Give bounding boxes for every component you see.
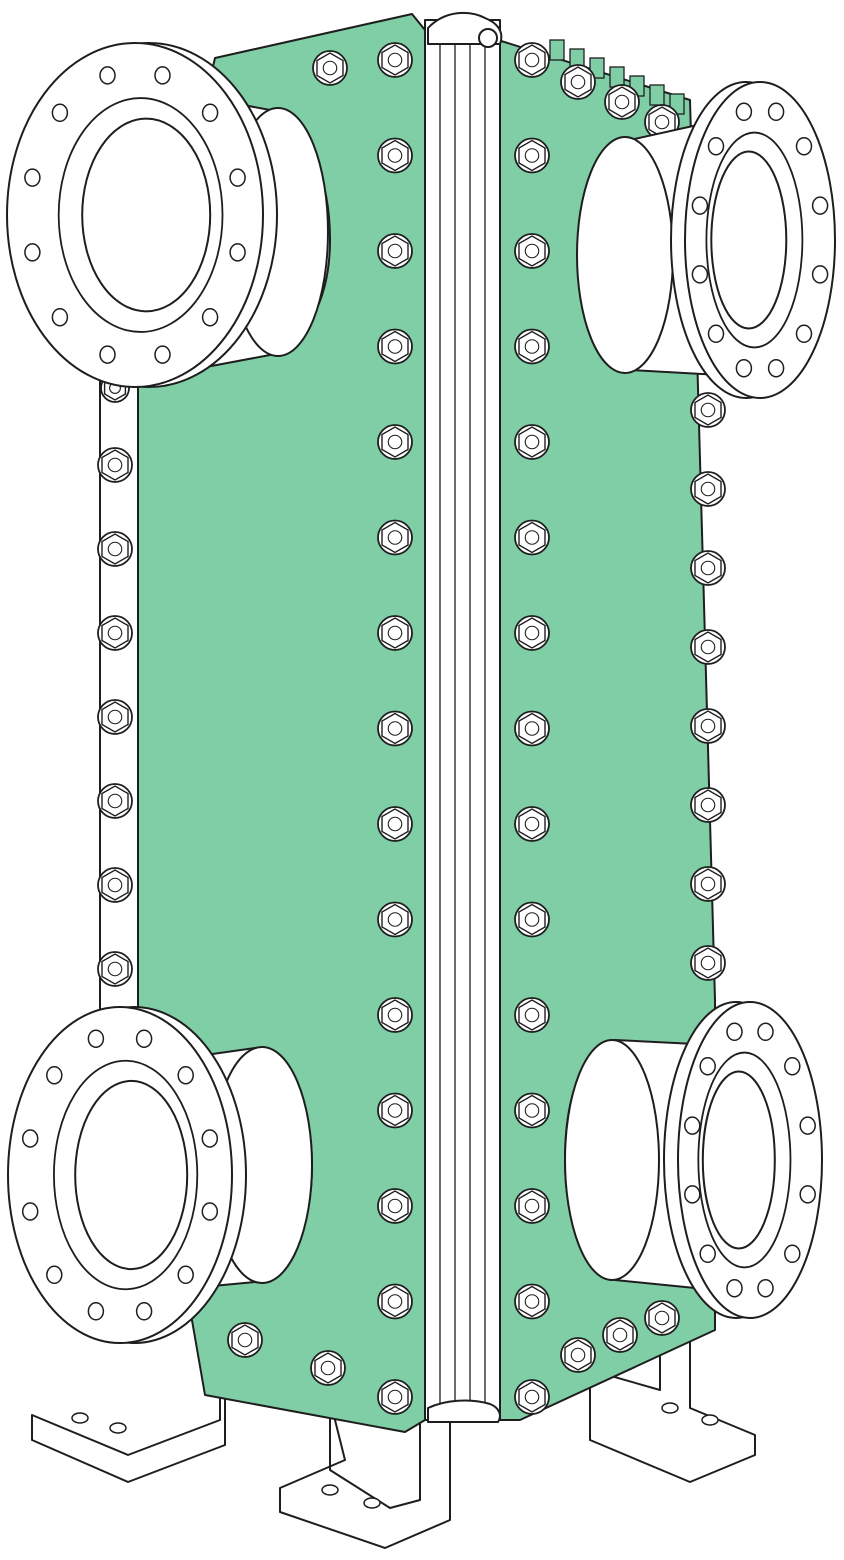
hex-bolt-icon — [514, 1379, 550, 1415]
hex-bolt-icon — [690, 471, 726, 507]
hex-bolt-icon — [377, 615, 413, 651]
hex-bolt-icon — [514, 806, 550, 842]
flange-icon — [576, 81, 836, 399]
hex-bolt-icon — [514, 901, 550, 938]
hex-bolt-icon — [312, 50, 348, 86]
hex-bolt-icon — [690, 550, 726, 586]
hex-bolt-icon — [377, 710, 413, 747]
hex-bolt-icon — [514, 997, 550, 1033]
hex-bolt-icon — [97, 867, 133, 903]
hex-bolt-icon — [97, 783, 133, 819]
hex-bolt-icon — [377, 997, 413, 1033]
hex-bolt-icon — [514, 519, 550, 556]
plate-tooth — [609, 66, 625, 88]
hex-bolt-icon — [690, 392, 726, 428]
hex-bolt-icon — [644, 104, 680, 140]
hex-bolt-icon — [690, 787, 726, 823]
flange-icon — [6, 42, 331, 388]
hex-bolt-icon — [514, 137, 550, 174]
hex-bolt-icon — [377, 806, 413, 842]
hex-bolt-icon — [560, 64, 596, 100]
hex-bolt-icon — [690, 866, 726, 902]
hex-bolt-icon — [377, 424, 413, 460]
hex-bolt-icon — [604, 84, 640, 120]
hex-bolt-icon — [560, 1337, 596, 1373]
hex-bolt-icon — [97, 699, 133, 735]
hex-bolt-icon — [377, 1379, 413, 1415]
mounting-foot-icon — [279, 1399, 451, 1549]
hex-bolt-icon — [644, 1300, 680, 1336]
hex-bolt-icon — [514, 615, 550, 651]
hex-bolt-icon — [514, 1283, 550, 1320]
hex-bolt-icon — [690, 629, 726, 665]
hex-bolt-icon — [690, 945, 726, 981]
hex-bolt-icon — [514, 233, 550, 269]
hex-bolt-icon — [97, 531, 133, 567]
hex-bolt-icon — [227, 1322, 263, 1358]
hex-bolt-icon — [377, 1188, 413, 1224]
hex-bolt-icon — [377, 901, 413, 938]
hex-bolt-icon — [377, 42, 413, 78]
mounting-foot-icon — [589, 1329, 756, 1483]
mounting-feet — [31, 1329, 756, 1549]
hex-bolt-icon — [97, 615, 133, 651]
hex-bolt-icon — [514, 1092, 550, 1129]
hex-bolt-icon — [377, 328, 413, 365]
hex-bolt-icon — [377, 1092, 413, 1129]
hex-bolt-icon — [377, 1283, 413, 1320]
hex-bolt-icon — [514, 328, 550, 365]
bolt-array — [97, 42, 726, 1415]
center-spine — [424, 11, 503, 1423]
hex-bolt-icon — [690, 708, 726, 744]
hex-bolt-icon — [514, 710, 550, 747]
hex-bolt-icon — [97, 951, 133, 987]
flange-icon — [7, 1006, 313, 1344]
flange-icon — [564, 1001, 823, 1319]
hex-bolt-icon — [602, 1317, 638, 1353]
nozzle-flanges — [6, 42, 836, 1344]
hex-bolt-icon — [377, 233, 413, 269]
hex-bolt-icon — [514, 1188, 550, 1224]
plate-tooth — [589, 57, 605, 79]
plate-tooth — [649, 84, 665, 106]
hex-bolt-icon — [310, 1350, 346, 1386]
hex-bolt-icon — [514, 42, 550, 78]
hex-bolt-icon — [514, 424, 550, 460]
hex-bolt-icon — [97, 447, 133, 483]
hex-bolt-icon — [377, 137, 413, 174]
mounting-foot-icon — [31, 1359, 226, 1483]
plate-tooth — [549, 39, 565, 61]
hex-bolt-icon — [377, 519, 413, 556]
